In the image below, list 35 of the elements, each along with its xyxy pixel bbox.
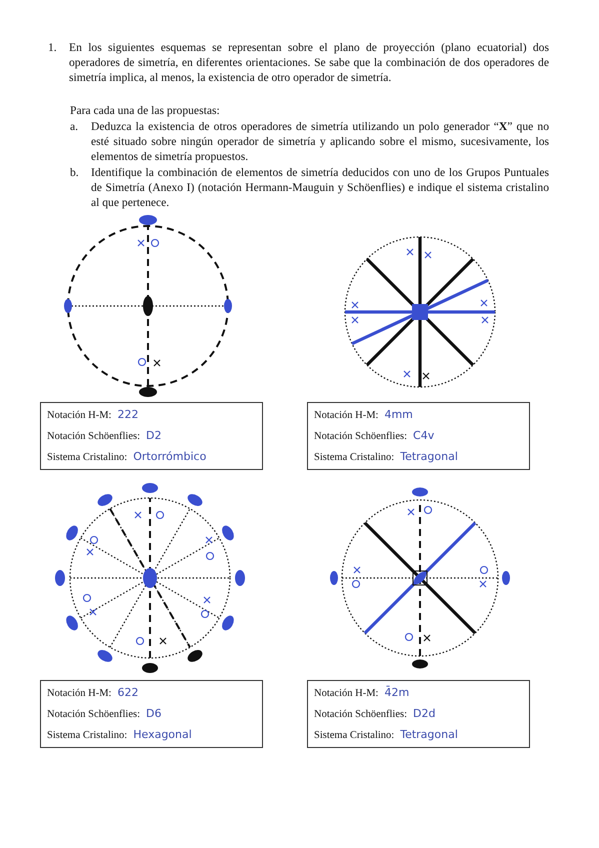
handwritten-answer: 4mm [384, 408, 413, 421]
field-label: Notación H-M: [314, 410, 378, 421]
handwritten-answer: Ortorrómbico [133, 450, 206, 463]
handwritten-answer: 4̄2m [384, 686, 410, 699]
handwritten-answer: Tetragonal [400, 450, 458, 463]
answer-box [40, 402, 263, 470]
handwritten-answer: Tetragonal [400, 728, 458, 741]
handwritten-answer: C4v [413, 429, 434, 442]
instruction-text: Para cada una de las propuestas: [70, 103, 220, 118]
field-label: Notación Schöenflies: [47, 431, 140, 442]
field-label: Notación H-M: [47, 688, 112, 699]
field-label: Notación Schöenflies: [314, 709, 408, 720]
item-letter: b. [70, 165, 79, 180]
field-label: Sistema Cristalino: [314, 452, 394, 463]
handwritten-answer: D2 [146, 429, 162, 442]
field-label: Notación Schöenflies: [47, 709, 140, 720]
handwritten-answer: 222 [117, 408, 138, 421]
field-label: Notación H-M: [314, 688, 378, 699]
question-number: 1. [48, 40, 57, 55]
question-text: En los siguientes esquemas se representan sobre el plano de proyección (plano ecuatorial) dos operadores de simetría, en diferentes orientaciones. Se sabe que la combinación de dos operadores de simetría implica, al menos, la existencia de otro operador de simetría. [69, 40, 549, 85]
item-letter: a. [70, 119, 78, 134]
field-label: Sistema Cristalino: [47, 452, 128, 463]
field-label: Notación H-M: [47, 410, 112, 421]
field-label: Sistema Cristalino: [47, 730, 128, 741]
handwritten-answer: 622 [117, 686, 138, 699]
field-label: Sistema Cristalino: [314, 730, 394, 741]
answer-box [40, 680, 263, 748]
item-text: Identifique la combinación de elementos de simetría deducidos con uno de los Grupos Puntuales de Simetría (Anexo I) (notación Hermann-Mauguin y Schöenflies) e indique el sistema cristalino al que pertenece. [91, 165, 549, 210]
handwritten-answer: D2d [413, 707, 436, 720]
answer-box [307, 402, 530, 470]
item-text: Deduzca la existencia de otros operadores de simetría utilizando un polo generador “X” que no esté situado sobre ningún operador de simetría y aplicando sobre el mismo, sucesivamente, los elementos de simetría propuestos. [91, 119, 549, 164]
field-label: Notación Schöenflies: [314, 431, 408, 442]
handwritten-answer: D6 [146, 707, 162, 720]
answer-box [307, 680, 530, 748]
handwritten-answer: Hexagonal [133, 728, 192, 741]
